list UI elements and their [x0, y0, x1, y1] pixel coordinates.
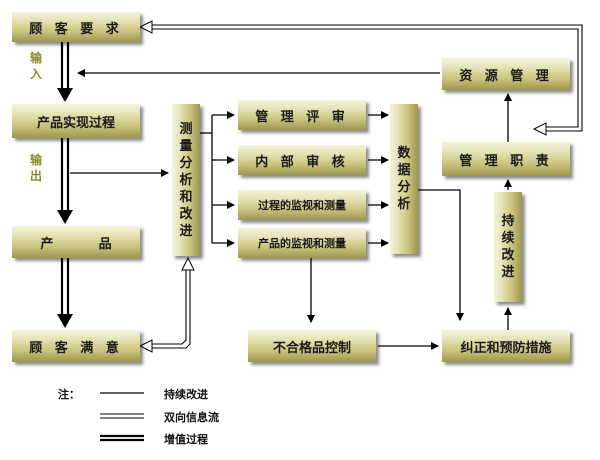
data-analysis-char-0: 数 [397, 146, 411, 161]
measurement-analysis-char-3: 析 [179, 172, 193, 188]
output-label-char-1: 出 [30, 169, 43, 183]
input-label-char-0: 输 [30, 51, 43, 65]
measurement-analysis-char-6: 进 [179, 223, 193, 239]
legend-title: 注： [58, 388, 80, 401]
legend-continual-improvement: 持续改进 [164, 388, 208, 401]
legend-value-added: 增值过程 [164, 433, 208, 446]
output-label: 输出 [30, 152, 42, 184]
management-review-box: 管 理 评 审 [238, 100, 366, 130]
internal-audit-box: 内 部 审 核 [238, 145, 366, 175]
continual-improvement-char-0: 持 [501, 214, 515, 229]
input-label-char-1: 入 [30, 67, 43, 81]
output-label-char-0: 输 [30, 153, 43, 167]
data-analysis-char-3: 析 [397, 197, 411, 212]
nonconforming-control-box: 不合格品控制 [248, 330, 376, 362]
process-monitoring-box: 过程的监视和测量 [238, 190, 366, 220]
measurement-analysis-char-0: 测 [179, 121, 193, 137]
continual-improvement-char-2: 改 [501, 248, 515, 263]
bidirectional-arrowheads [138, 20, 547, 353]
continual-improvement-box: 持续改进 [494, 192, 522, 302]
legend-lines [100, 392, 144, 442]
continual-improvement-char-3: 进 [501, 265, 515, 280]
measurement-analysis-char-2: 分 [179, 155, 193, 171]
value-added-flow [60, 42, 70, 314]
continual-improvement-char-1: 续 [501, 231, 515, 246]
management-responsibility-box: 管 理 职 责 [442, 142, 570, 176]
bidirectional-info-flow [150, 24, 583, 349]
input-label: 输入 [30, 50, 42, 82]
measurement-analysis-improvement-box: 测量分析和改进 [172, 104, 200, 256]
corrective-preventive-box: 纠正和预防措施 [442, 330, 570, 362]
measurement-analysis-char-5: 改 [179, 206, 193, 222]
product-realization-box: 产品实现过程 [12, 104, 140, 138]
value-added-arrowheads [57, 88, 73, 328]
data-analysis-char-2: 分 [397, 180, 411, 195]
resource-management-box: 资 源 管 理 [442, 58, 570, 90]
product-monitoring-box: 产品的监视和测量 [238, 228, 366, 258]
data-analysis-box: 数据分析 [390, 104, 418, 254]
customer-satisfaction-box: 顾 客 满 意 [12, 330, 140, 362]
data-analysis-char-1: 据 [397, 163, 411, 178]
continual-improvement-lines [70, 69, 512, 350]
customer-requirements-box: 顾 客 要 求 [12, 12, 140, 42]
measurement-analysis-char-4: 和 [179, 189, 193, 205]
measurement-analysis-char-1: 量 [179, 138, 193, 154]
legend-bidirectional-flow: 双向信息流 [164, 411, 219, 424]
product-box: 产 品 [12, 226, 140, 258]
